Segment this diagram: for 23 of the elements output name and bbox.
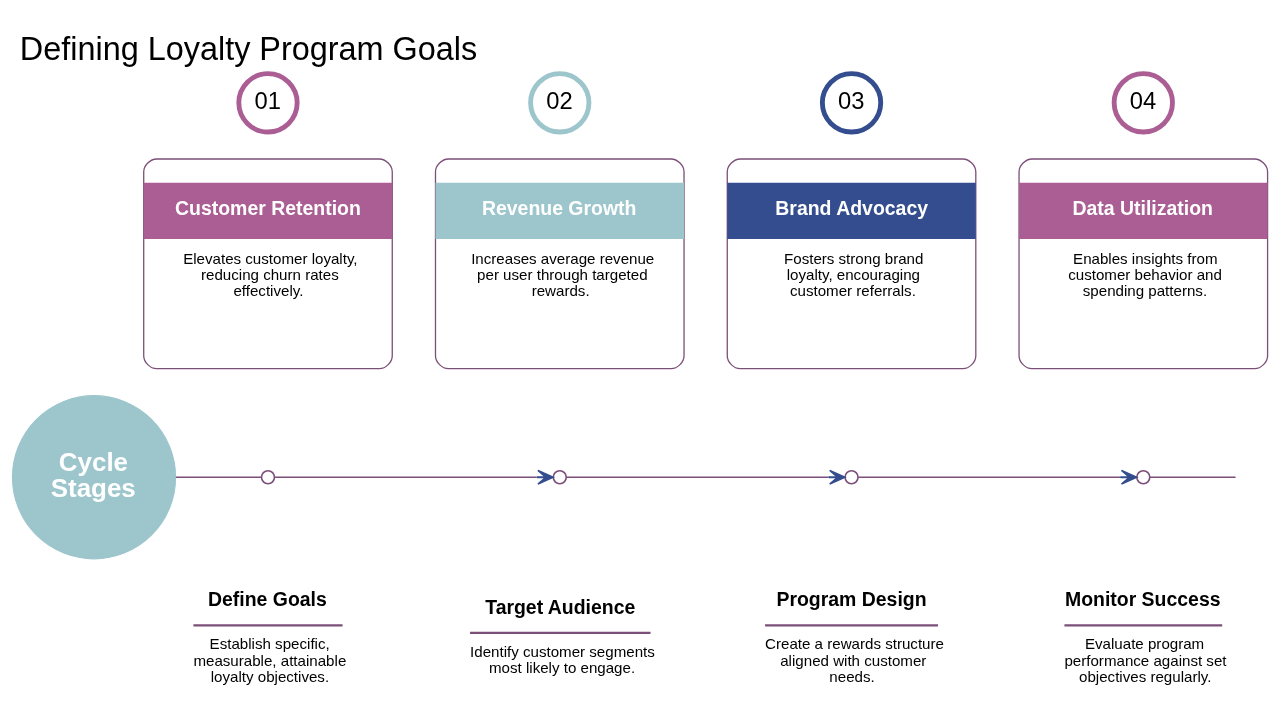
node-label: Evaluate program performance against set objectives regularly. xyxy=(1064,635,1227,685)
node-circle: 01 xyxy=(236,71,300,135)
arrow xyxy=(565,469,846,485)
node-label: Identify customer segments most likely to engage. xyxy=(470,642,655,677)
node-label: Create a rewards structure aligned with customer needs. xyxy=(765,635,944,685)
node-circle: 03 xyxy=(819,71,884,135)
arrow xyxy=(273,469,554,485)
connector xyxy=(1149,476,1237,479)
node-circle xyxy=(1136,469,1151,485)
diagram-title: Defining Loyalty Program Goals xyxy=(19,30,478,67)
node-label: Program Design xyxy=(776,588,927,611)
node-circle xyxy=(552,469,568,485)
node-label: Establish specific, measurable, attainable loyalty objectives. xyxy=(193,635,347,685)
node-circle: 02 xyxy=(528,71,592,135)
node-circle xyxy=(260,469,276,485)
node-label: Target Audience xyxy=(485,595,636,618)
connector xyxy=(175,476,262,479)
node-circle: Cycle Stages xyxy=(11,395,177,560)
node-label: Monitor Success xyxy=(1064,588,1221,611)
node-circle xyxy=(844,469,859,485)
arrow xyxy=(857,469,1138,485)
node-label: Define Goals xyxy=(208,588,327,611)
node-circle: 04 xyxy=(1111,71,1175,135)
